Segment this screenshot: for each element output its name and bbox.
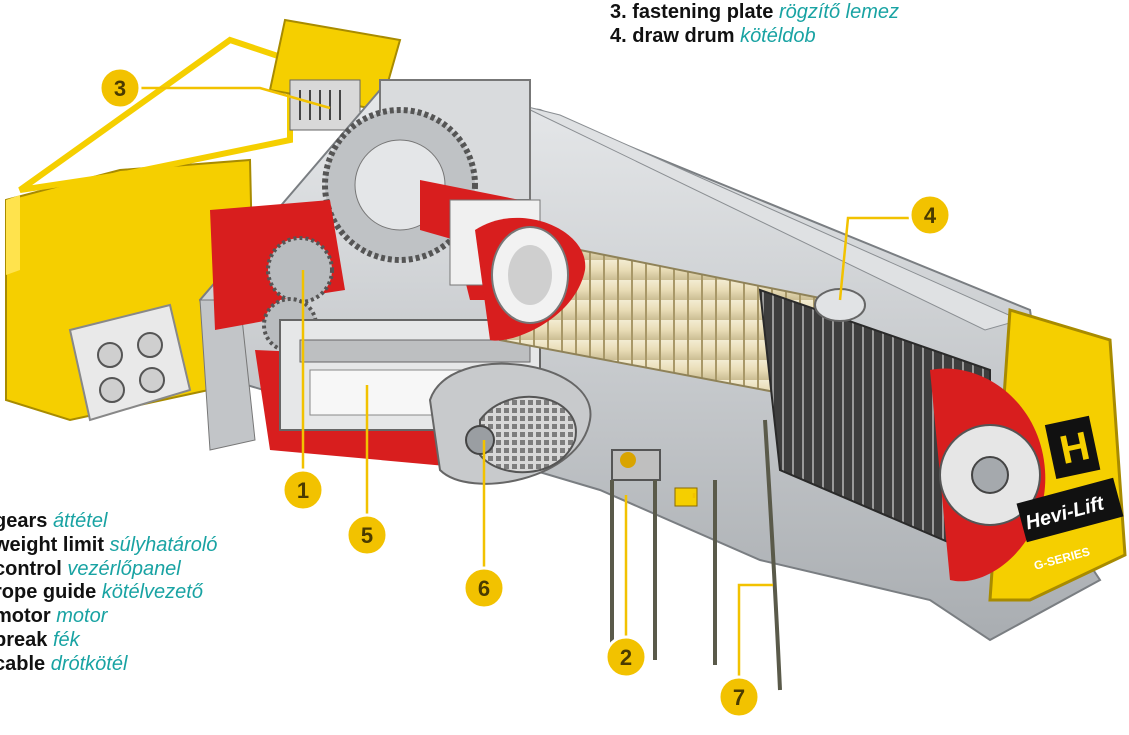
legend-num: 4. (610, 25, 627, 47)
callout-2: 2 (604, 635, 648, 679)
legend-hu: drótkötél (50, 652, 128, 675)
legend-en: rope guide (0, 581, 97, 604)
legend-hu: motor (56, 605, 108, 628)
legend-en: motor (0, 605, 51, 628)
svg-text:5: 5 (361, 523, 373, 548)
svg-text:7: 7 (733, 685, 745, 710)
draw-drum (475, 217, 991, 562)
legend-hu: vezérlőpanel (67, 557, 181, 580)
control-knobs (97, 332, 165, 403)
gear-housing (210, 79, 541, 353)
fastening-plate-area (268, 18, 402, 131)
legend-item-control: control vezérlőpanel (0, 558, 217, 582)
legend-en: weight limit (0, 533, 104, 556)
callout-1: 1 (281, 468, 325, 512)
callout-6: 6 (462, 566, 506, 610)
legend-hu: fék (52, 628, 80, 651)
legend-hu: rögzítő lemez (778, 1, 900, 23)
legend-item-gears: gears áttétel (0, 510, 217, 534)
weight-limit-device (611, 449, 698, 507)
legend-hu: kötéldob (740, 25, 816, 47)
legend-item-cable: cable drótkötél (0, 653, 217, 677)
legend-num: 3. (610, 1, 627, 23)
legend-en: control (0, 557, 62, 580)
end-cap: H Hevi-Lift G-SERIES (930, 308, 1127, 602)
legend-en: cable (0, 652, 46, 675)
legend-left: gears áttétel weight limit súlyhatároló … (0, 510, 217, 677)
legend-item-motor: motor motor (0, 605, 217, 629)
legend-en: break (0, 628, 48, 651)
svg-text:6: 6 (478, 576, 490, 601)
svg-text:3: 3 (114, 76, 126, 101)
callout-4: 4 (908, 193, 952, 237)
callout-7: 7 (717, 675, 761, 719)
callout-leaders (120, 86, 928, 697)
legend-en: fastening plate (632, 1, 774, 23)
legend-item-break: break fék (0, 629, 217, 653)
svg-text:2: 2 (620, 645, 632, 670)
legend-item-draw-drum: 4. draw drum kötéldob (610, 24, 899, 48)
legend-item-fastening-plate: 3. fastening plate rögzítő lemez (610, 0, 899, 24)
cables (610, 419, 782, 691)
brake (428, 362, 592, 485)
legend-item-weight-limit: weight limit súlyhatároló (0, 534, 217, 558)
legend-en: gears (0, 510, 48, 532)
legend-hu: súlyhatároló (109, 533, 218, 556)
svg-text:1: 1 (297, 478, 309, 503)
control-box (5, 36, 293, 422)
svg-text:4: 4 (924, 203, 937, 228)
legend-hu: kötélvezető (101, 581, 203, 604)
legend-item-rope-guide: rope guide kötélvezető (0, 581, 217, 605)
legend-top: 3. fastening plate rögzítő lemez 4. draw… (610, 0, 899, 48)
callout-5: 5 (345, 513, 389, 557)
legend-hu: áttétel (52, 510, 108, 532)
callout-3: 3 (98, 66, 142, 110)
legend-en: draw drum (632, 25, 735, 47)
